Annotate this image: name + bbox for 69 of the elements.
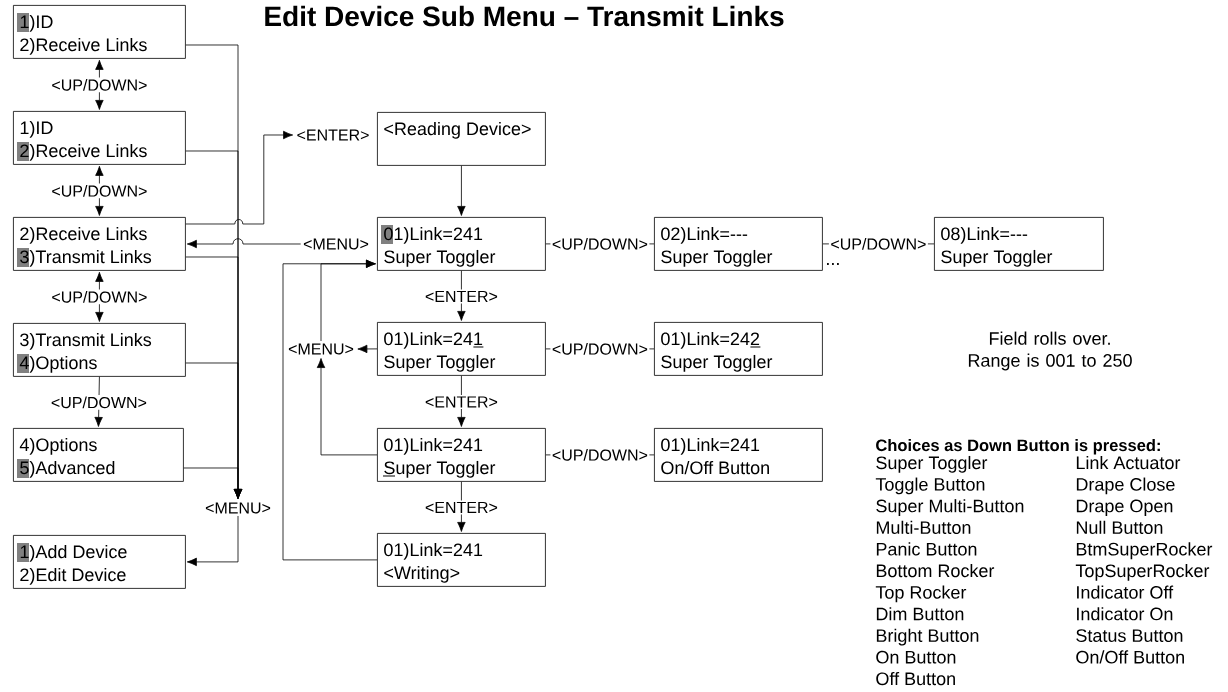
arrow	[316, 358, 378, 456]
note-text: Field rolls over. Range is 001 to 250	[968, 331, 1132, 371]
list-item: TopSuperRocker	[1075, 563, 1210, 581]
list-item: Status Button	[1076, 629, 1183, 642]
list-item: Indicator On	[1077, 607, 1173, 621]
list-item: Super Toggler	[876, 455, 988, 473]
menu-screen: 02)Link=--- Super Toggler	[654, 217, 823, 271]
menu-screen: 3)Transmit Links 4)Options	[13, 323, 186, 377]
list-item: Toggle Button	[875, 477, 985, 495]
menu-screen: <Reading Device>	[377, 112, 546, 166]
arrow	[186, 515, 239, 567]
arrow	[185, 130, 294, 225]
arrow	[457, 165, 466, 216]
arrow	[95, 271, 104, 322]
arrow	[186, 238, 302, 249]
key-label: <ENTER>	[297, 129, 369, 141]
menu-screen: 2)Receive Links 3)Transmit Links	[13, 217, 186, 271]
arrow	[457, 481, 466, 532]
edge-label: <UP/DOWN>	[49, 183, 149, 199]
key-label: <MENU>	[303, 238, 369, 250]
menu-screen: 4)Options 5)Advanced	[13, 428, 184, 482]
edge-label: <ENTER>	[423, 500, 500, 515]
key-label: <MENU>	[288, 343, 354, 355]
arrow	[357, 344, 378, 354]
menu-screen: 01)Link=242 Super Toggler	[654, 322, 823, 376]
menu-screen: 01)Link=241 Super Toggler	[377, 428, 546, 482]
arrow	[282, 259, 378, 561]
arrow	[457, 270, 466, 321]
title: Edit Device Sub Menu – Transmit Links	[265, 5, 784, 27]
menu-screen: 01)Link=241 Super Toggler	[377, 217, 546, 271]
edge-label: <UP/DOWN>	[49, 77, 149, 93]
list-item: BtmSuperRocker	[1076, 542, 1213, 560]
key-label: <MENU>	[205, 502, 271, 514]
menu-screen: 1)ID 2)Receive Links	[13, 5, 186, 59]
list-item: Bright Button	[876, 628, 979, 646]
arrow	[457, 375, 466, 427]
list-item: Link Actuator	[1076, 455, 1181, 470]
edge-label: <UP/DOWN>	[550, 236, 650, 252]
edge-label: <UP/DOWN>	[49, 395, 149, 410]
menu-screen: 1)ID 2)Receive Links	[13, 111, 186, 165]
list-item: Bottom Rocker	[876, 563, 995, 578]
list-item: Indicator Off	[1077, 585, 1174, 599]
list-heading: Choices as Down Button is pressed:	[876, 439, 1160, 455]
menu-screen: 1)Add Device 2)Edit Device	[13, 535, 186, 589]
list-item: Drape Close	[1076, 477, 1175, 495]
menu-screen: 08)Link=--- Super Toggler	[934, 217, 1104, 271]
list-item: On Button	[876, 650, 956, 664]
edge-label: <UP/DOWN>	[49, 289, 149, 305]
arrow	[183, 467, 243, 499]
edge-label: <UP/DOWN>	[550, 447, 650, 463]
menu-screen: 01)Link=241 Super Toggler	[377, 322, 546, 376]
list-item: Panic Button	[876, 542, 977, 556]
list-item: Drape Open	[1076, 499, 1173, 516]
edge-label: <UP/DOWN>	[550, 341, 650, 357]
list-item: Super Multi-Button	[876, 499, 1024, 516]
arrow	[94, 376, 103, 427]
menu-screen: 01)Link=241 <Writing>	[377, 533, 546, 587]
list-item: Dim Button	[876, 607, 964, 621]
arrow	[95, 59, 104, 110]
edge-label: <UP/DOWN>	[828, 236, 928, 252]
list-item: Off Button	[876, 671, 955, 686]
list-item: On/Off Button	[1076, 650, 1184, 664]
menu-screen: 01)Link=241 On/Off Button	[654, 428, 823, 482]
edge-label: <ENTER>	[423, 394, 500, 409]
edge-label: <ENTER>	[423, 289, 500, 304]
arrow	[95, 165, 104, 216]
list-item: Null Button	[1076, 520, 1163, 534]
list-item: Top Rocker	[875, 585, 967, 603]
list-item: Multi-Button	[876, 520, 971, 534]
